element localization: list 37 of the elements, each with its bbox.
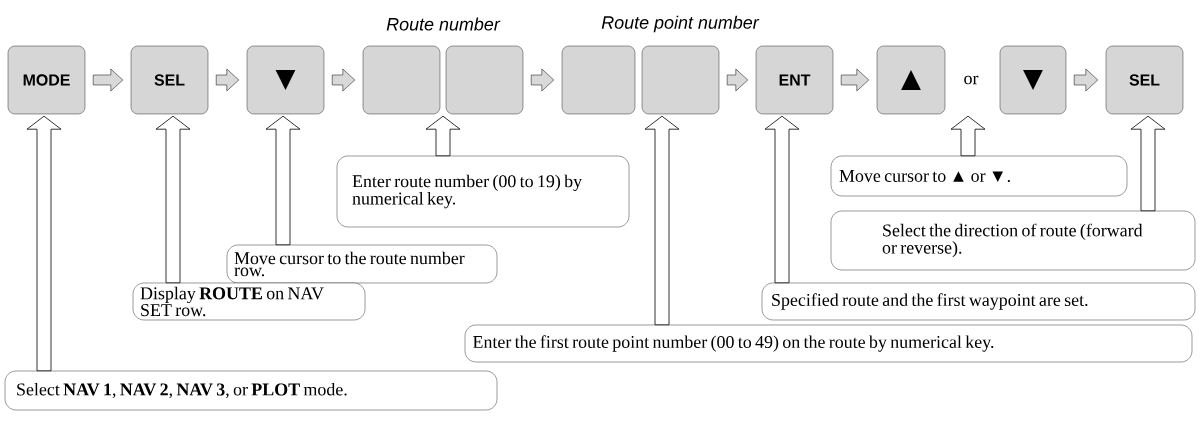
key: ▼ — [246, 45, 325, 115]
key: SEL — [1105, 45, 1184, 115]
arrow — [215, 68, 240, 92]
arrow — [840, 68, 870, 92]
arrow — [726, 68, 749, 92]
arrow — [530, 68, 555, 92]
callout-box: Display ROUTE on NAV SET row. — [132, 282, 366, 321]
arrow — [764, 115, 800, 284]
key — [445, 45, 524, 115]
callout-box: Enter route number (00 to 19) by numerical key. — [336, 155, 630, 228]
callout-box: Enter the first route point number (00 to 49) on the route by numerical key. — [464, 324, 1193, 363]
arrow — [1073, 68, 1099, 92]
heading: Route point number — [601, 15, 760, 33]
callout-box: Move cursor to the route number row. — [226, 244, 498, 284]
key: ▲ — [876, 45, 946, 115]
callout-box: Select the direction of route (forward or reverse). — [830, 210, 1196, 271]
arrow — [92, 68, 124, 92]
arrow — [425, 115, 461, 157]
key: ▼ — [999, 45, 1067, 115]
callout-box: Select NAV 1, NAV 2, NAV 3, or PLOT mode. — [4, 370, 498, 411]
arrow — [155, 115, 191, 284]
arrow — [1130, 115, 1166, 212]
key — [641, 45, 720, 115]
key — [362, 45, 441, 115]
arrow — [644, 115, 680, 326]
connector-word: or — [964, 75, 979, 85]
callout-box: Specified route and the first waypoint are set. — [761, 282, 1196, 321]
arrow — [950, 115, 986, 157]
key: ENT — [755, 45, 834, 115]
arrow — [265, 115, 301, 246]
heading: Route number — [386, 17, 501, 31]
key — [561, 45, 636, 115]
key: SEL — [130, 45, 209, 115]
arrow — [26, 115, 62, 372]
key: MODE — [7, 45, 86, 115]
callout-box: Move cursor to ▲ or ▼. — [830, 155, 1128, 197]
arrow — [331, 68, 356, 92]
